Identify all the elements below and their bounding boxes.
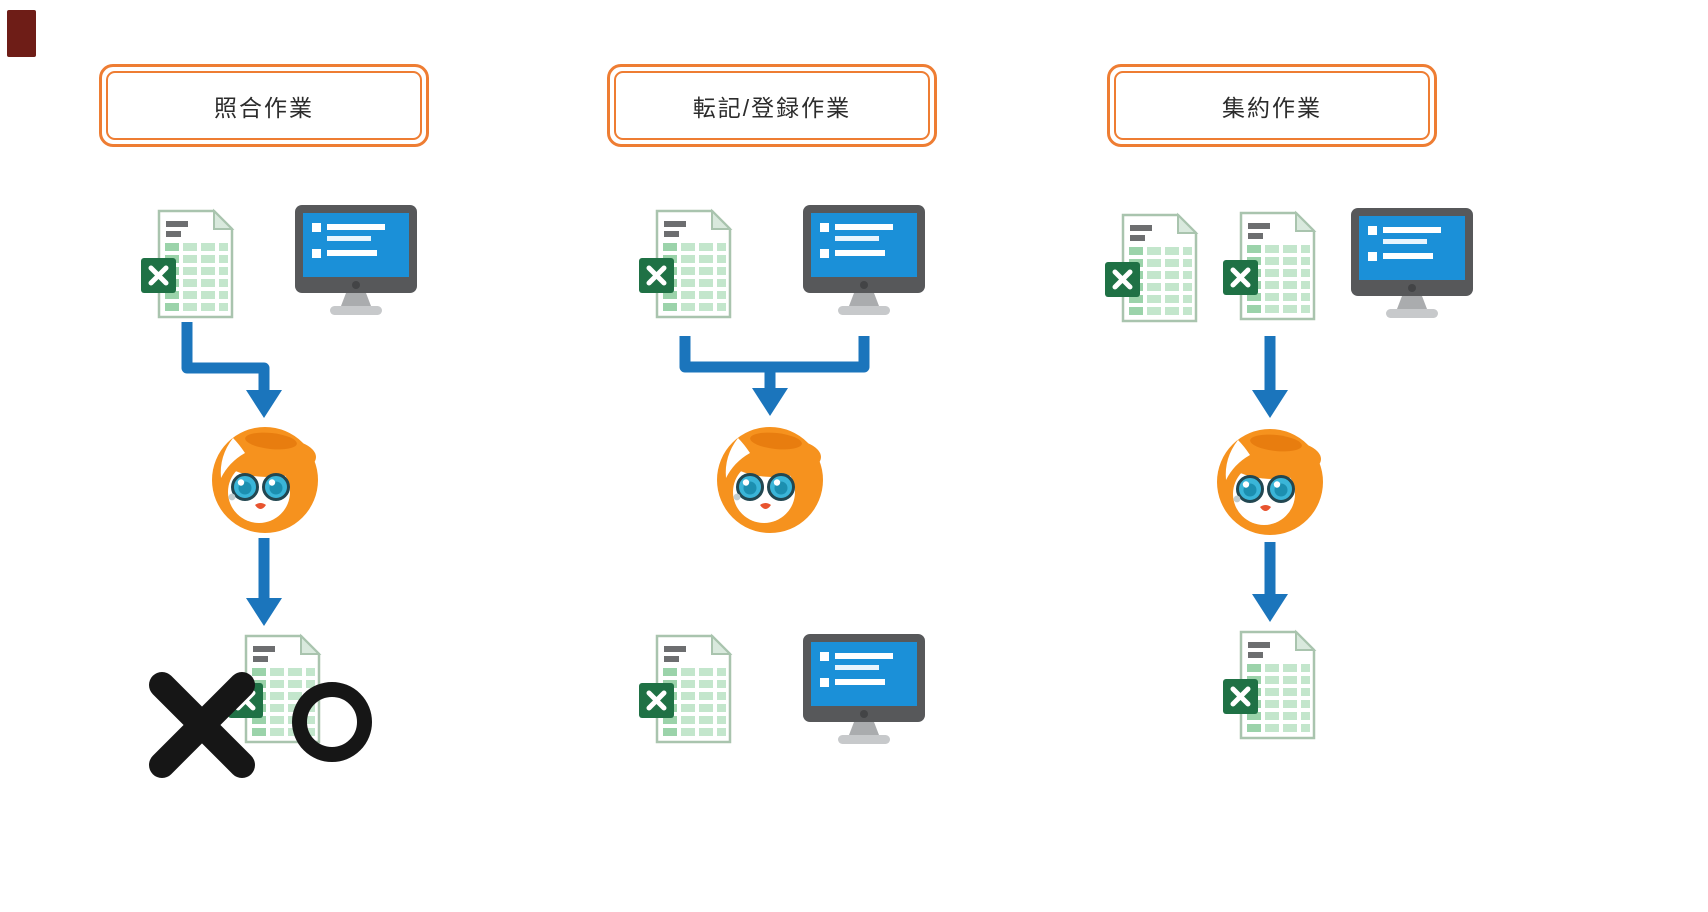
computer-monitor-icon [1348,206,1476,324]
header-aggregation: 集約作業 [1107,64,1437,147]
computer-monitor-icon [800,203,928,321]
arrow-verification-input [181,322,282,418]
header-aggregation-frame: 集約作業 [1114,71,1430,140]
excel-file-icon [637,208,733,320]
excel-file-icon [637,633,733,745]
arrow-verification-output [246,538,282,626]
excel-file-icon [226,633,322,745]
header-transcription-frame: 転記/登録作業 [614,71,930,140]
excel-file-icon [1221,629,1317,741]
excel-file-icon [139,208,235,320]
computer-monitor-icon [292,203,420,321]
rpa-robot-icon [209,424,321,536]
header-verification-label: 照合作業 [214,94,314,121]
arrow-aggregation-output [1252,542,1288,622]
rpa-robot-icon [1214,426,1326,538]
header-verification: 照合作業 [99,64,429,147]
header-transcription-registration: 転記/登録作業 [607,64,937,147]
arrow-aggregation-input [1252,336,1288,418]
header-transcription-label: 転記/登録作業 [692,94,852,121]
computer-monitor-icon [800,632,928,750]
rpa-robot-icon [714,424,826,536]
excel-file-icon [1221,210,1317,322]
excel-file-icon [1103,212,1199,324]
header-aggregation-label: 集約作業 [1222,94,1322,121]
arrow-transcription-merge [679,336,870,416]
corner-marker [7,10,36,57]
header-verification-frame: 照合作業 [106,71,422,140]
